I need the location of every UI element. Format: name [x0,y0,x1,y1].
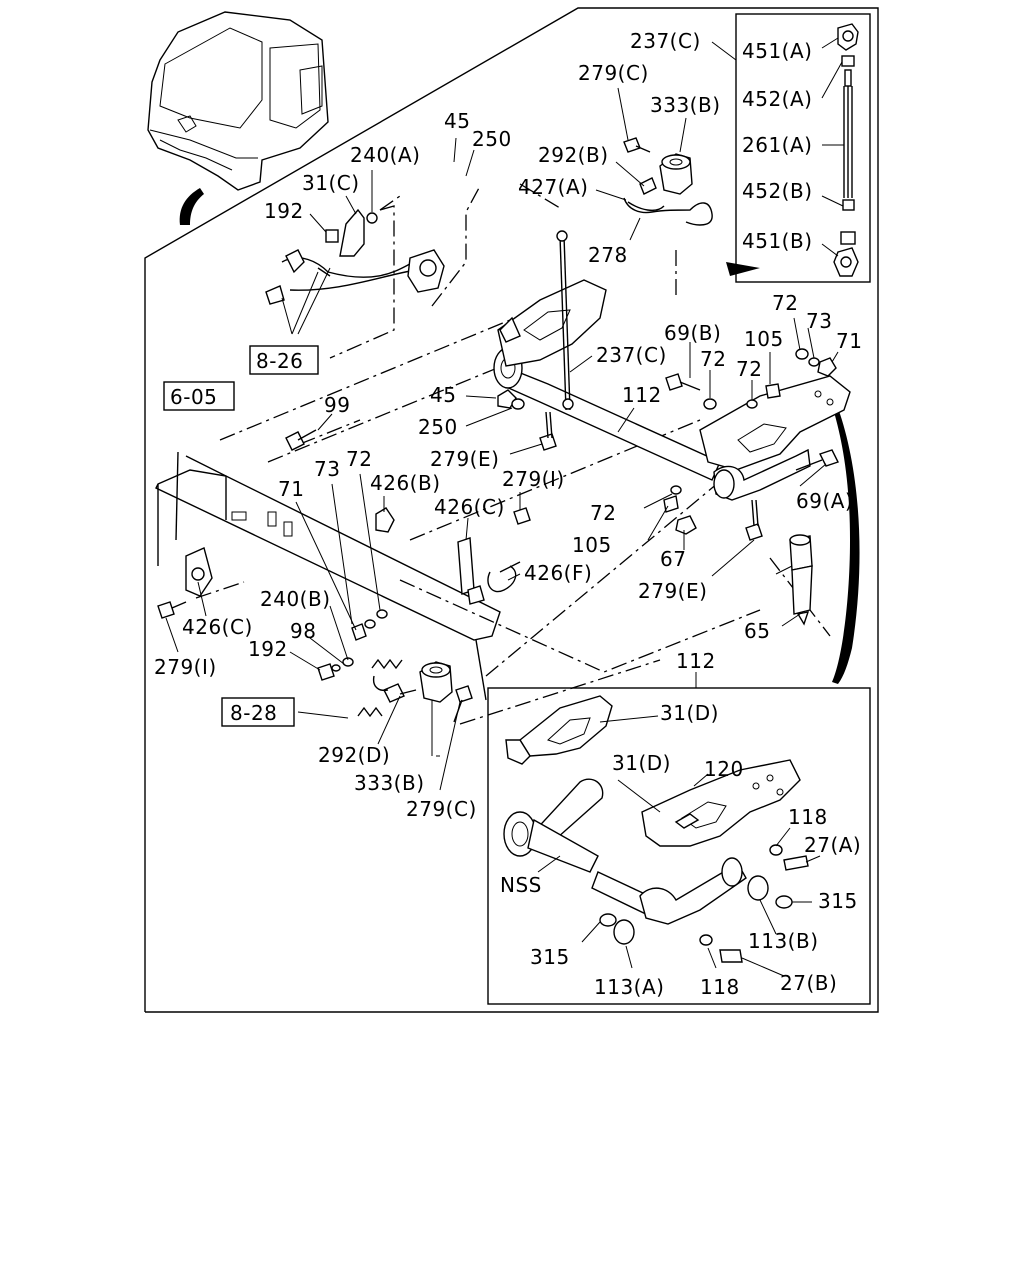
label-292b: 292(B) [538,143,609,167]
label-240a: 240(A) [350,143,420,167]
label-98: 98 [290,619,316,643]
label-nss: NSS [500,873,542,897]
label-279e-low: 279(E) [638,579,707,603]
shaft-inset-box [487,672,871,1005]
ref-box-8-28[interactable]: 8-28 [221,697,295,727]
ref-box-8-26[interactable]: 8-26 [249,345,319,375]
label-67: 67 [660,547,686,571]
label-237c-mid: 237(C) [596,343,667,367]
part-labels: 237(C) 451(A) 452(A) 261(A) 452(B) 451(B… [154,29,862,999]
label-279c-top: 279(C) [578,61,649,85]
label-292d: 292(D) [318,743,390,767]
label-65: 65 [744,619,770,643]
label-315-a: 315 [818,889,858,913]
ref-box-6-05[interactable]: 6-05 [163,381,235,411]
label-451b: 451(B) [742,229,813,253]
ref-6-05-text: 6-05 [170,385,217,409]
rod-inset-box [711,13,871,283]
direction-curve [726,262,860,684]
label-72-r3: 72 [736,357,762,381]
truck-cab-icon [147,11,329,225]
label-72-r2: 72 [700,347,726,371]
label-105-c: 105 [572,533,612,557]
label-250-mid: 250 [418,415,458,439]
label-452a: 452(A) [742,87,812,111]
label-426b: 426(B) [370,471,441,495]
label-69b: 69(B) [664,321,721,345]
label-71-r: 71 [836,329,862,353]
label-427a: 427(A) [518,175,588,199]
label-72-c: 72 [590,501,616,525]
label-73-r: 73 [806,309,832,333]
cross-shaft [493,279,851,501]
label-237c-top: 237(C) [630,29,701,53]
ref-8-28-text: 8-28 [230,701,277,725]
label-27a: 27(A) [804,833,861,857]
label-333b-top: 333(B) [650,93,721,117]
label-426c-low: 426(C) [182,615,253,639]
label-118-a: 118 [788,805,828,829]
label-31d-b: 31(D) [612,751,671,775]
label-45-mid: 45 [430,383,456,407]
label-279i-low: 279(I) [154,655,217,679]
label-27b: 27(B) [780,971,837,995]
label-69a: 69(A) [796,489,853,513]
diagram-frame [144,7,879,1013]
ref-8-26-text: 8-26 [256,349,303,373]
label-112-mid: 112 [622,383,662,407]
label-279i-mid: 279(I) [502,467,565,491]
label-118-b: 118 [700,975,740,999]
label-279c-low: 279(C) [406,797,477,821]
label-192-low: 192 [248,637,288,661]
label-261a: 261(A) [742,133,812,157]
label-333b-low: 333(B) [354,771,425,795]
label-192-top: 192 [264,199,304,223]
fasteners-middle [157,348,839,723]
label-250-top: 250 [472,127,512,151]
label-112-low: 112 [676,649,716,673]
label-278: 278 [588,243,628,267]
label-73-l: 73 [314,457,340,481]
label-279e-mid: 279(E) [430,447,499,471]
label-426c-mid: 426(C) [434,495,505,519]
label-71-l: 71 [278,477,304,501]
label-105-r: 105 [744,327,784,351]
label-99: 99 [324,393,350,417]
label-315-b: 315 [530,945,570,969]
leader-lines [165,87,839,791]
label-113b: 113(B) [748,929,819,953]
label-240b: 240(B) [260,587,331,611]
valve-linkage-upper [265,137,713,411]
label-120: 120 [704,757,744,781]
label-113a: 113(A) [594,975,664,999]
label-72-r1: 72 [772,291,798,315]
label-31c: 31(C) [302,171,360,195]
label-45-top: 45 [444,109,470,133]
label-31d-a: 31(D) [660,701,719,725]
label-72-l: 72 [346,447,372,471]
label-451a: 451(A) [742,39,812,63]
label-452b: 452(B) [742,179,813,203]
label-426f: 426(F) [524,561,592,585]
